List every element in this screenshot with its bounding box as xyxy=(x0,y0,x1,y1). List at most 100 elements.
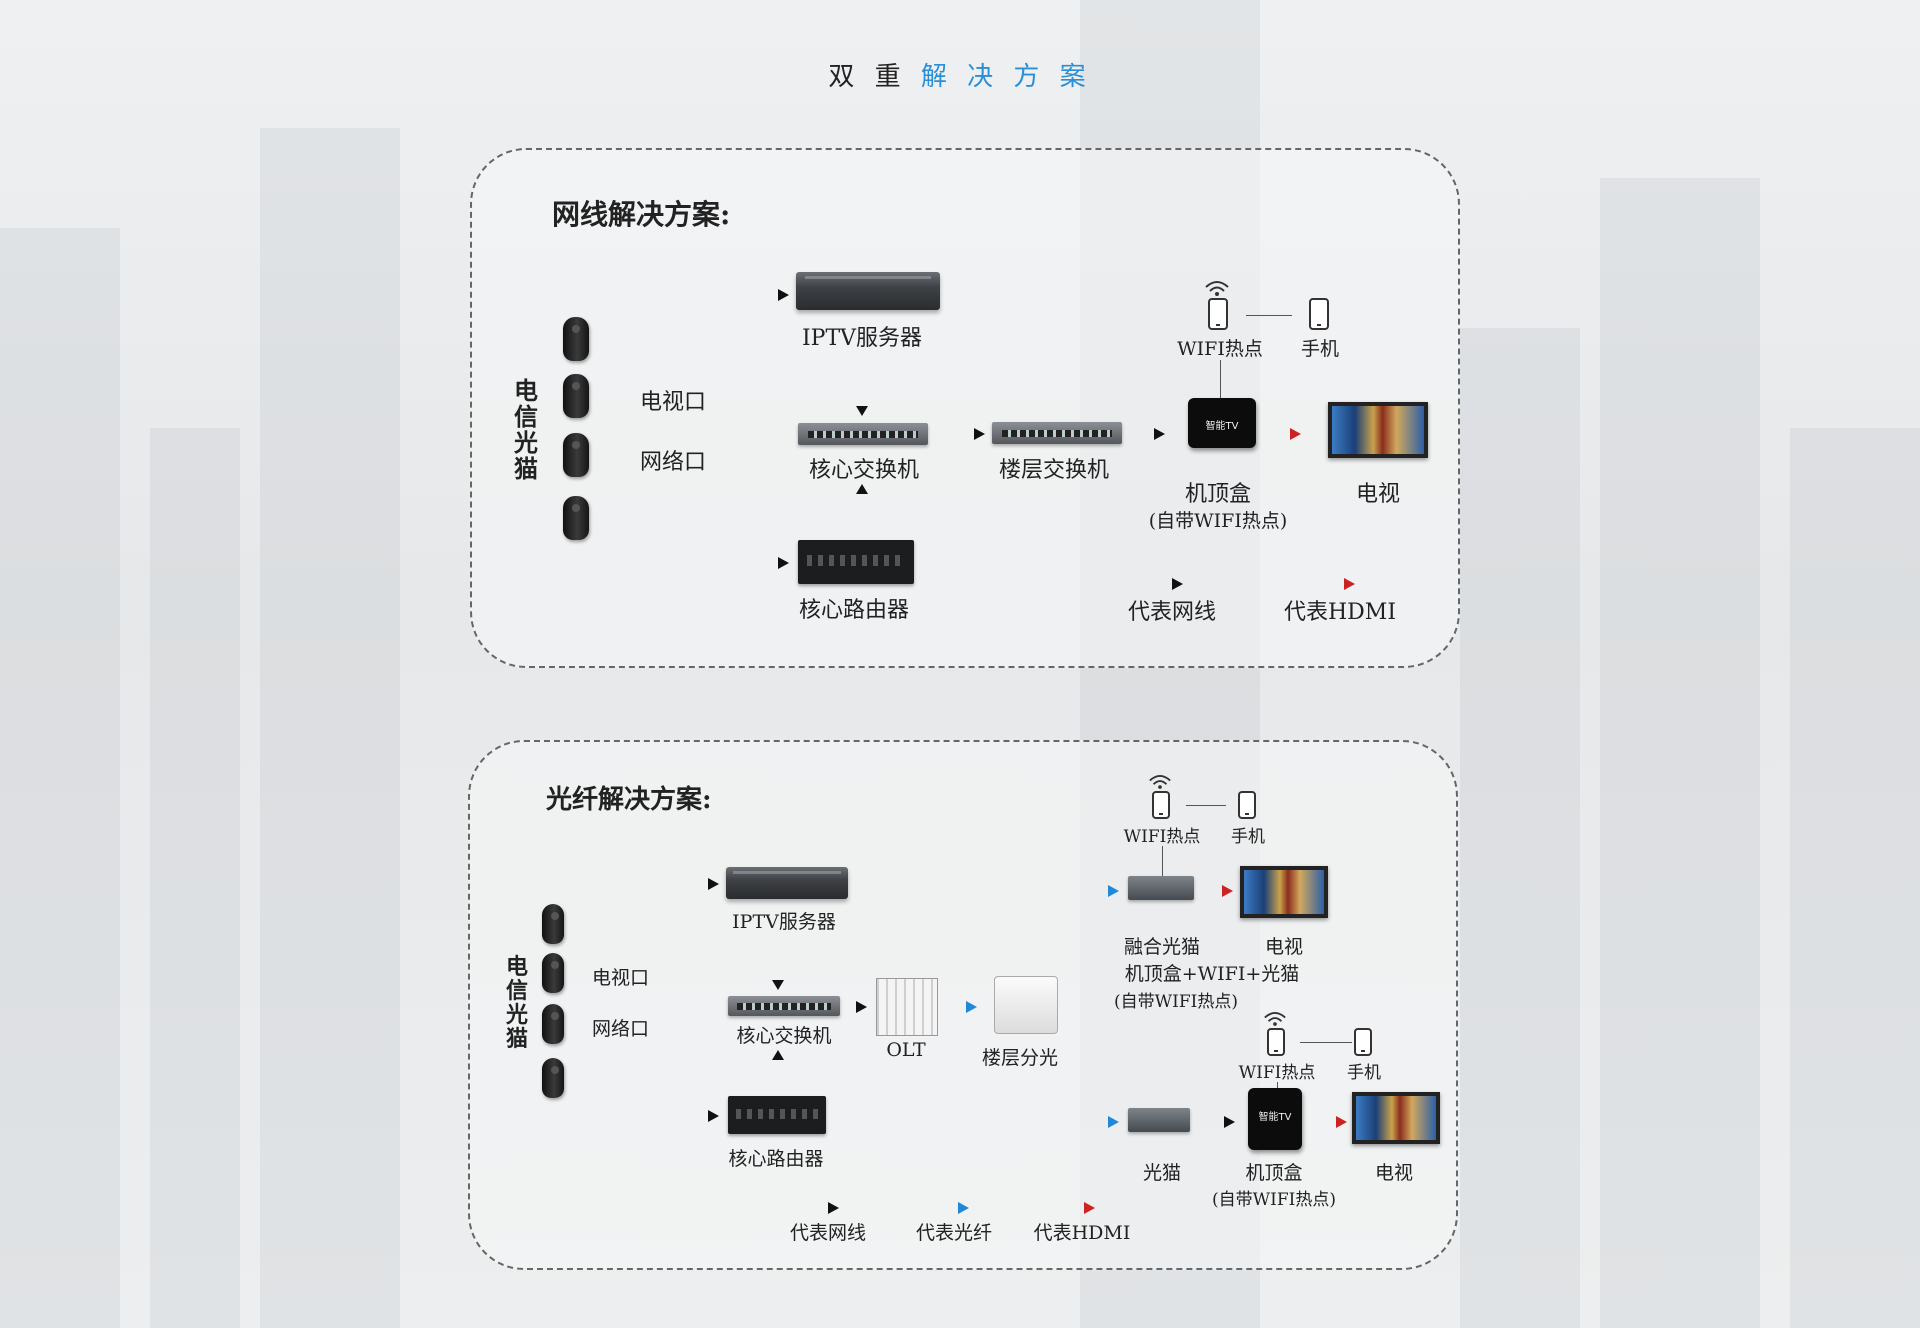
fusion-modem-desc: 机顶盒+WIFI+光猫 xyxy=(1124,963,1300,985)
floor-splitter-icon xyxy=(994,976,1058,1034)
core-router-icon xyxy=(728,1096,826,1134)
hdmi-arrow xyxy=(1290,428,1301,440)
network-arrow xyxy=(778,289,789,301)
fiber-arrow xyxy=(1108,885,1119,897)
set-top-box-label: 机顶盒 xyxy=(1245,1162,1303,1184)
network-arrow xyxy=(1154,428,1165,440)
wifi-link-line xyxy=(1300,1042,1352,1043)
network-arrow xyxy=(1224,1116,1235,1128)
network-arrow xyxy=(772,980,784,990)
tv-label: 电视 xyxy=(1264,936,1304,958)
hdmi-arrow xyxy=(1336,1116,1347,1128)
fiber-arrow xyxy=(966,1001,977,1013)
legend-hdmi-arrow xyxy=(1084,1202,1095,1214)
net-port-label: 网络口 xyxy=(592,1018,650,1040)
wifi-link-line xyxy=(1246,315,1292,316)
core-router-icon xyxy=(798,540,914,584)
tv-icon xyxy=(1240,866,1328,918)
network-panel-title: 网线解决方案: xyxy=(552,198,731,231)
stb-brand: 智能TV xyxy=(1205,421,1239,432)
fiber-modem-label: 电 信 光 猫 xyxy=(503,955,531,1051)
optical-modem-icon xyxy=(563,374,589,418)
mobile-phone-icon xyxy=(1354,1028,1372,1056)
iptv-server-icon xyxy=(796,272,940,310)
network-arrow xyxy=(778,557,789,569)
set-top-box-icon: 智能TV xyxy=(1248,1088,1302,1150)
optical-modem-icon xyxy=(563,317,589,361)
floor-splitter-label: 楼层分光 xyxy=(981,1047,1059,1069)
wifi-drop-line xyxy=(1162,846,1163,876)
olt-icon xyxy=(876,978,938,1036)
wifi-signal-icon xyxy=(1204,280,1230,300)
core-switch-icon xyxy=(798,423,928,445)
fiber-panel-title: 光纤解决方案: xyxy=(546,785,712,815)
optical-modem-icon xyxy=(563,433,589,477)
optical-modem-label: 光猫 xyxy=(1142,1162,1182,1184)
floor-switch-icon xyxy=(992,422,1122,444)
core-switch-icon xyxy=(728,996,840,1016)
tv-label: 电视 xyxy=(1355,482,1401,507)
network-arrow xyxy=(856,406,868,416)
wifi-hotspot-phone-icon xyxy=(1208,298,1228,330)
network-arrow xyxy=(974,428,985,440)
legend-network-arrow xyxy=(1172,578,1183,590)
wifi-hotspot-label: WIFI热点 xyxy=(1123,827,1201,847)
legend-fiber-arrow xyxy=(958,1202,969,1214)
iptv-server-label: IPTV服务器 xyxy=(732,911,836,933)
set-top-box-label: 机顶盒 xyxy=(1184,482,1252,507)
fusion-modem-label: 融合光猫 xyxy=(1123,936,1201,958)
modem-char: 信 xyxy=(505,978,528,1004)
phone-label: 手机 xyxy=(1231,827,1265,847)
network-modem-label: 电 信 光 猫 xyxy=(512,378,540,482)
legend-hdmi-label: 代表HDMI xyxy=(1033,1222,1131,1244)
legend-network-label: 代表网线 xyxy=(789,1222,867,1244)
phone-label: 手机 xyxy=(1300,338,1340,360)
modem-char: 猫 xyxy=(514,454,538,483)
tv-label: 电视 xyxy=(1374,1162,1414,1184)
wifi-drop-line xyxy=(1220,360,1221,398)
modem-char: 猫 xyxy=(505,1026,528,1052)
fiber-arrow xyxy=(1108,1116,1119,1128)
legend-network-label: 代表网线 xyxy=(1127,600,1217,625)
legend-fiber-label: 代表光纤 xyxy=(915,1222,993,1244)
mobile-phone-icon xyxy=(1309,298,1329,330)
modem-char: 信 xyxy=(514,402,538,431)
core-switch-label: 核心交换机 xyxy=(736,1025,832,1047)
fiber-solution-panel xyxy=(468,740,1458,1270)
tv-icon xyxy=(1352,1092,1440,1144)
optical-modem-icon xyxy=(542,1058,564,1098)
core-router-label: 核心路由器 xyxy=(728,1148,824,1170)
wifi-hotspot-label: WIFI热点 xyxy=(1177,338,1263,360)
tv-port-label: 电视口 xyxy=(640,390,707,415)
wifi-signal-icon xyxy=(1148,774,1172,793)
network-arrow xyxy=(708,878,719,890)
legend-network-arrow xyxy=(828,1202,839,1214)
network-arrow xyxy=(856,1001,867,1013)
core-switch-label: 核心交换机 xyxy=(808,458,920,483)
net-port-label: 网络口 xyxy=(640,450,707,475)
wifi-hotspot-phone-icon xyxy=(1267,1028,1285,1056)
network-arrow xyxy=(856,484,868,494)
network-arrow xyxy=(772,1050,784,1060)
hdmi-arrow xyxy=(1222,885,1233,897)
network-arrow xyxy=(708,1110,719,1122)
wifi-signal-icon xyxy=(1263,1011,1287,1030)
olt-label: OLT xyxy=(886,1039,926,1061)
optical-modem-icon xyxy=(542,904,564,944)
legend-hdmi-arrow xyxy=(1344,578,1355,590)
iptv-server-label: IPTV服务器 xyxy=(801,326,923,351)
optical-modem-icon xyxy=(563,496,589,540)
mobile-phone-icon xyxy=(1238,791,1256,819)
tv-icon xyxy=(1328,402,1428,458)
set-top-box-icon: 智能TV xyxy=(1188,398,1256,448)
modem-char: 电 xyxy=(514,376,538,405)
modem-char: 电 xyxy=(505,954,528,980)
legend-hdmi-label: 代表HDMI xyxy=(1283,600,1397,625)
modem-char: 光 xyxy=(505,1002,528,1028)
fusion-modem-icon xyxy=(1128,876,1194,900)
wifi-hotspot-phone-icon xyxy=(1152,791,1170,819)
floor-switch-label: 楼层交换机 xyxy=(998,458,1110,483)
page-title-accent: 解 决 方 案 xyxy=(906,62,1092,92)
optical-modem-box-icon xyxy=(1128,1108,1190,1132)
page-title-main: 双 重 xyxy=(828,62,907,92)
